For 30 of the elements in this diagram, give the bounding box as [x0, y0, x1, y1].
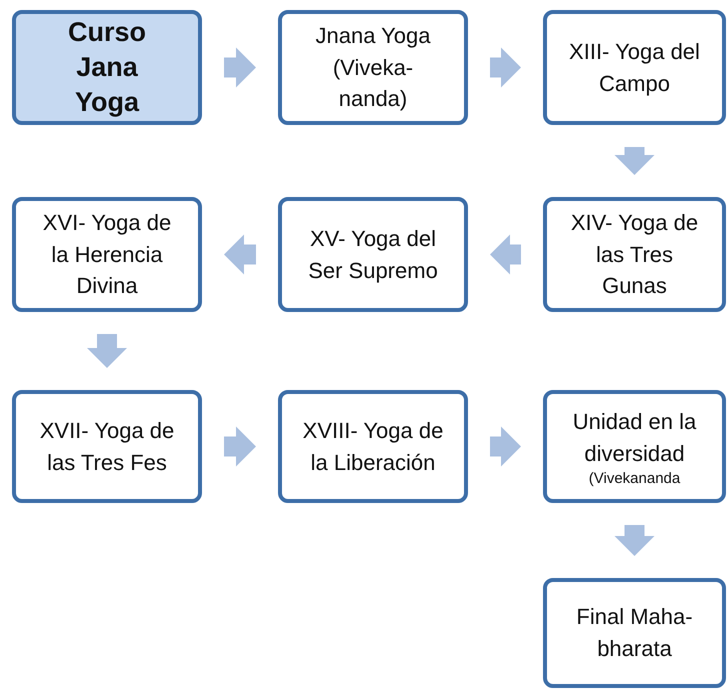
box-label: XVIII- Yoga de la Liberación — [302, 416, 444, 476]
process-box — [278, 197, 468, 312]
block-arrow — [87, 334, 127, 368]
block-arrow — [490, 234, 521, 274]
process-box — [278, 10, 468, 125]
process-box — [543, 10, 726, 125]
process-box — [12, 197, 202, 312]
box-label: Curso Jana Yoga — [66, 16, 147, 120]
title-box — [12, 10, 202, 125]
box-label: XV- Yoga del Ser Supremo — [307, 224, 439, 285]
process-box — [543, 197, 726, 312]
box-label: Unidad en la diversidad — [572, 408, 698, 468]
block-arrow — [224, 48, 256, 88]
block-arrow — [224, 426, 256, 466]
process-box — [543, 390, 726, 503]
block-arrow — [614, 147, 654, 175]
block-arrow — [490, 48, 521, 88]
block-arrow — [614, 525, 654, 556]
box-note: (Vivekananda — [588, 470, 680, 487]
box-label: Final Maha- bharata — [575, 603, 694, 663]
box-label: XIV- Yoga de las Tres Gunas — [570, 208, 700, 300]
process-box — [12, 390, 202, 503]
block-arrow — [224, 234, 256, 274]
box-label: Jnana Yoga (Viveka- nanda) — [314, 22, 432, 114]
process-box — [278, 390, 468, 503]
box-label: XVII- Yoga de las Tres Fes — [38, 416, 176, 476]
process-box — [543, 578, 726, 688]
block-arrow — [490, 426, 521, 466]
box-label: XIII- Yoga del Campo — [568, 38, 701, 98]
box-label: XVI- Yoga de la Herencia Divina — [42, 208, 172, 300]
